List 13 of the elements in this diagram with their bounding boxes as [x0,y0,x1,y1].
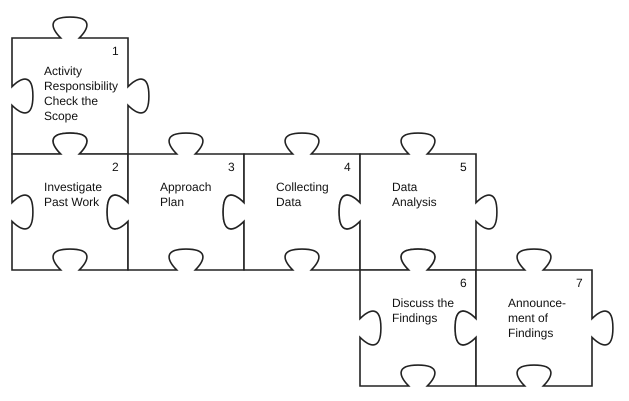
step-number: 5 [460,160,467,174]
step-number: 2 [112,160,119,174]
piece-label: Approach Plan [160,180,212,210]
piece-label: Discuss the Findings [392,296,456,326]
piece-label: Announce-ment of Findings [508,296,568,341]
step-number: 6 [460,276,467,290]
step-number: 1 [112,44,119,58]
step-number: 4 [344,160,351,174]
piece-label: Collecting Data [276,180,330,210]
piece-label: Data Analysis [392,180,438,210]
piece-label: Investigate Past Work [44,180,104,210]
step-number: 3 [228,160,235,174]
step-number: 7 [576,276,583,290]
